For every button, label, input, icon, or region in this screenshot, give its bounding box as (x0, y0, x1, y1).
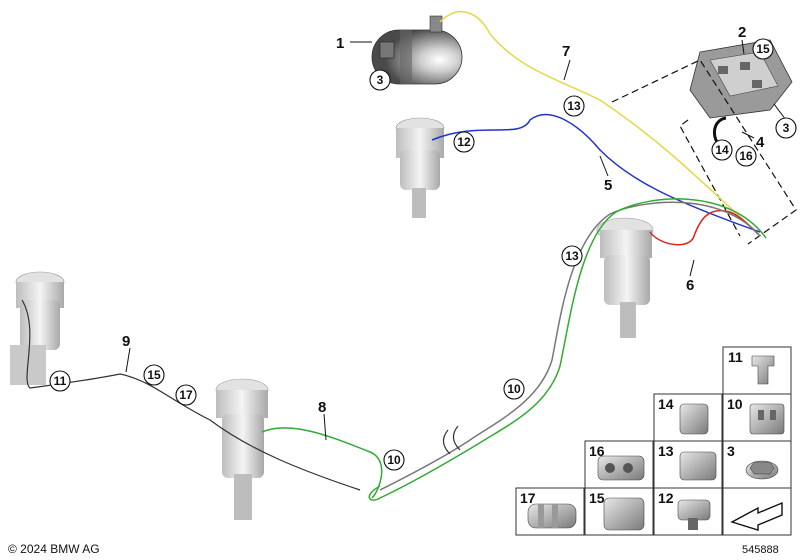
svg-text:11: 11 (54, 374, 67, 388)
callout-3-valve: 3 (775, 117, 797, 139)
copyright: © 2024 BMW AG (8, 542, 100, 556)
svg-text:16: 16 (739, 149, 753, 163)
clip-17-image (527, 503, 577, 529)
svg-text:10: 10 (507, 382, 521, 396)
grid-label-16: 16 (589, 443, 605, 459)
svg-text:15: 15 (756, 42, 770, 56)
grid-label-12: 12 (658, 490, 674, 506)
svg-text:3: 3 (377, 73, 384, 87)
grid-label-14: 14 (658, 396, 674, 412)
label-9: 9 (122, 333, 130, 350)
grid-label-13: 13 (658, 443, 674, 459)
grid-label-3: 3 (727, 443, 735, 459)
leader-lines (125, 39, 787, 441)
svg-text:13: 13 (565, 249, 579, 263)
air-spring-front-left (395, 117, 445, 218)
air-spring-front-right (596, 217, 654, 338)
line-6-red (649, 209, 761, 246)
clip-15-image (603, 497, 645, 531)
callout-17: 17 (175, 384, 197, 406)
line-9-grey (21, 299, 361, 491)
label-5: 5 (604, 177, 612, 194)
svg-text:3: 3 (783, 121, 790, 135)
svg-text:10: 10 (387, 453, 401, 467)
svg-text:12: 12 (457, 135, 471, 149)
valve-block-frame (611, 59, 797, 245)
valve-block (689, 39, 793, 119)
line-10-green (368, 198, 767, 501)
grid-label-11: 11 (728, 349, 743, 365)
break-mark (442, 425, 461, 455)
callout-13-lower: 13 (561, 245, 583, 267)
svg-text:14: 14 (715, 143, 729, 157)
air-spring-rear-right (215, 378, 269, 520)
label-1: 1 (336, 35, 344, 52)
label-2: 2 (738, 24, 746, 41)
clip-14-image (679, 403, 709, 435)
svg-text:17: 17 (179, 388, 193, 402)
label-4: 4 (756, 134, 765, 151)
line-7-yellow (439, 11, 753, 229)
grid-label-10: 10 (727, 396, 743, 412)
clip-12-image (677, 499, 711, 530)
callout-16: 16 (735, 145, 757, 167)
callout-12: 12 (453, 131, 475, 153)
callout-10-mid: 10 (503, 378, 525, 400)
callout-10-low: 10 (383, 449, 405, 471)
label-6: 6 (686, 277, 694, 294)
arrow-symbol (730, 501, 783, 531)
callout-13-upper: 13 (563, 95, 585, 117)
clip-10-image (749, 403, 785, 435)
callout-3-tank: 3 (369, 69, 391, 91)
valve-block-frame-inner (679, 119, 741, 237)
callout-14: 14 (711, 139, 733, 161)
line-8-green (261, 427, 383, 499)
callout-15-valve: 15 (752, 38, 774, 60)
clip-13-image (679, 451, 717, 481)
grid-label-15: 15 (589, 490, 605, 506)
line-5-blue (431, 113, 761, 233)
label-8: 8 (318, 399, 326, 416)
parts-grid (515, 346, 792, 536)
svg-text:15: 15 (147, 368, 161, 382)
callout-11: 11 (49, 370, 71, 392)
clip-16-image (597, 455, 645, 481)
callout-15-rear: 15 (143, 364, 165, 386)
line-10-grey (379, 201, 761, 491)
air-spring-rear-left (10, 271, 65, 385)
grid-label-17: 17 (520, 490, 536, 506)
clip-3-nut-image (745, 460, 779, 480)
label-7: 7 (562, 43, 570, 60)
clip-11-image (751, 355, 775, 385)
reference-number: 545888 (742, 544, 779, 556)
pressure-tank (371, 15, 463, 85)
svg-text:13: 13 (567, 99, 581, 113)
